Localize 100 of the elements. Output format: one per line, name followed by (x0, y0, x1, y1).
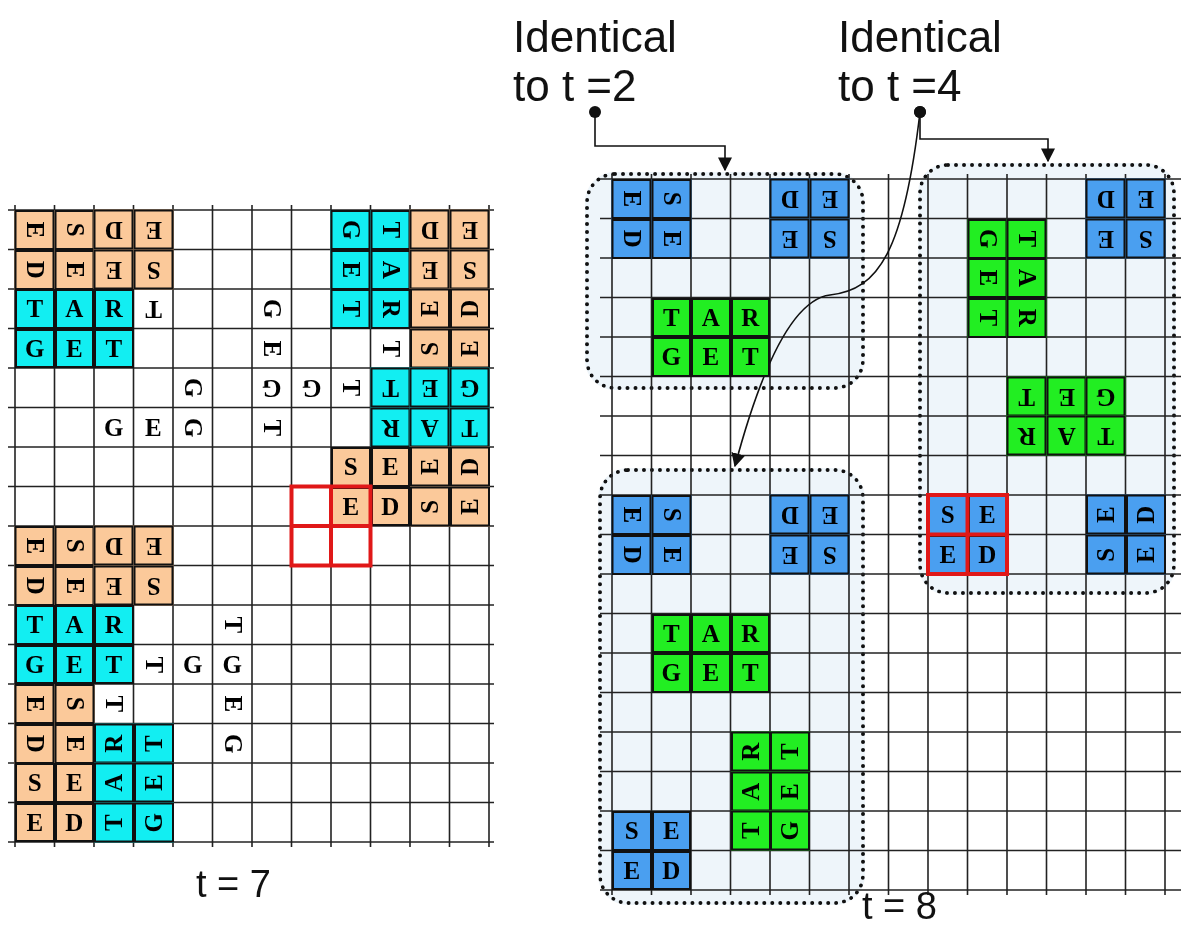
letter-tile: T (730, 337, 770, 377)
letter-tile: E (94, 249, 134, 289)
letter-tile: E (770, 771, 810, 811)
letter-tile: S (15, 763, 55, 803)
letter-tile: E (651, 534, 691, 574)
letter-tile: E (770, 218, 810, 258)
letter-tile: D (15, 723, 55, 763)
letter-tile: T (15, 289, 55, 329)
letter-tile: R (1007, 297, 1047, 337)
letter-tile: A (54, 289, 94, 329)
letter-tile: T (94, 802, 134, 842)
letter-tile: S (54, 210, 94, 250)
letter-tile: E (612, 179, 652, 219)
letter-tile: R (370, 289, 410, 329)
letter-tile: E (1086, 495, 1126, 535)
letter-tile: T (15, 605, 55, 645)
letter-tile: E (410, 447, 450, 487)
letter: T (257, 417, 287, 438)
letter-tile: E (651, 218, 691, 258)
letter-tile: S (809, 218, 849, 258)
letter: G (261, 373, 283, 404)
letter-tile: E (612, 850, 652, 890)
letter-tile: E (15, 210, 55, 250)
letter-tile: E (1046, 376, 1086, 416)
letter-tile: E (1086, 218, 1126, 258)
letter-tile: T (94, 644, 134, 684)
letter-tile: E (15, 684, 55, 724)
letter-tile: T (370, 210, 410, 250)
letter-tile: D (410, 210, 450, 250)
letter-tile: S (612, 811, 652, 851)
time-label: t = 8 (862, 884, 937, 928)
letter: T (99, 694, 129, 715)
letter-tile: R (1007, 416, 1047, 456)
letter-tile: T (1007, 218, 1047, 258)
letter-tile: E (770, 534, 810, 574)
letter: T (336, 378, 366, 399)
letter-tile: A (54, 605, 94, 645)
letter-tile: D (1086, 179, 1126, 219)
letter-tile: E (691, 653, 731, 693)
letter-tile: S (449, 249, 489, 289)
letter-tile: D (94, 210, 134, 250)
letter-tile: T (331, 289, 371, 329)
leader-arrow (731, 106, 926, 468)
letter-tile: S (54, 684, 94, 724)
letter-tile: T (770, 732, 810, 772)
letter-tile: A (1007, 258, 1047, 298)
letter-tile: G (15, 644, 55, 684)
letter-tile: S (1086, 534, 1126, 574)
letter: E (257, 338, 287, 359)
letter-tile: A (1046, 416, 1086, 456)
letter-tile: E (967, 258, 1007, 298)
letter-tile: D (15, 249, 55, 289)
letter: G (178, 416, 208, 439)
letter-tile: D (449, 447, 489, 487)
callout-text: Identical to t =4 (838, 12, 1028, 111)
letter-tile: E (809, 495, 849, 535)
letter-tile: E (54, 249, 94, 289)
letter-tile: G (967, 218, 1007, 258)
letter-tile: A (410, 407, 450, 447)
letter: G (182, 649, 204, 680)
letter-tile: E (15, 526, 55, 566)
letter: G (178, 377, 208, 400)
letter-tile: S (809, 534, 849, 574)
letter-tile: G (331, 210, 371, 250)
letter-tile: G (133, 802, 173, 842)
letter: T (217, 615, 247, 636)
letter: G (257, 298, 287, 321)
letter-tile: T (133, 723, 173, 763)
letter-tile: T (94, 328, 134, 368)
letter: G (300, 373, 322, 404)
letter-tile: R (730, 613, 770, 653)
letter-tile: E (54, 565, 94, 605)
letter-tile: A (691, 297, 731, 337)
letter-tile: G (651, 337, 691, 377)
letter: E (217, 694, 247, 715)
letter-tile: E (1125, 179, 1165, 219)
letter-tile: G (1086, 376, 1126, 416)
letter-tile: E (410, 249, 450, 289)
callout-text: Identical to t =2 (513, 12, 703, 111)
letter-tile: E (54, 644, 94, 684)
letter-tile: A (730, 771, 770, 811)
letter-tile: S (331, 447, 371, 487)
letter-tile: T (651, 613, 691, 653)
letter: E (143, 412, 163, 443)
letter-tile: G (449, 368, 489, 408)
letter-tile: S (133, 565, 173, 605)
letter-tile: A (94, 763, 134, 803)
letter: T (143, 294, 163, 325)
letter-tile: G (15, 328, 55, 368)
letter-tile: S (54, 526, 94, 566)
letter-tile: D (770, 495, 810, 535)
letter-tile: R (94, 723, 134, 763)
letter-tile: E (449, 486, 489, 526)
letter-tile: E (410, 289, 450, 329)
letter-tile: E (449, 328, 489, 368)
letter-tile: R (730, 297, 770, 337)
letter-tile: E (612, 495, 652, 535)
letter-tile: R (370, 407, 410, 447)
letter-tile: E (331, 249, 371, 289)
letter-tile: G (770, 811, 810, 851)
